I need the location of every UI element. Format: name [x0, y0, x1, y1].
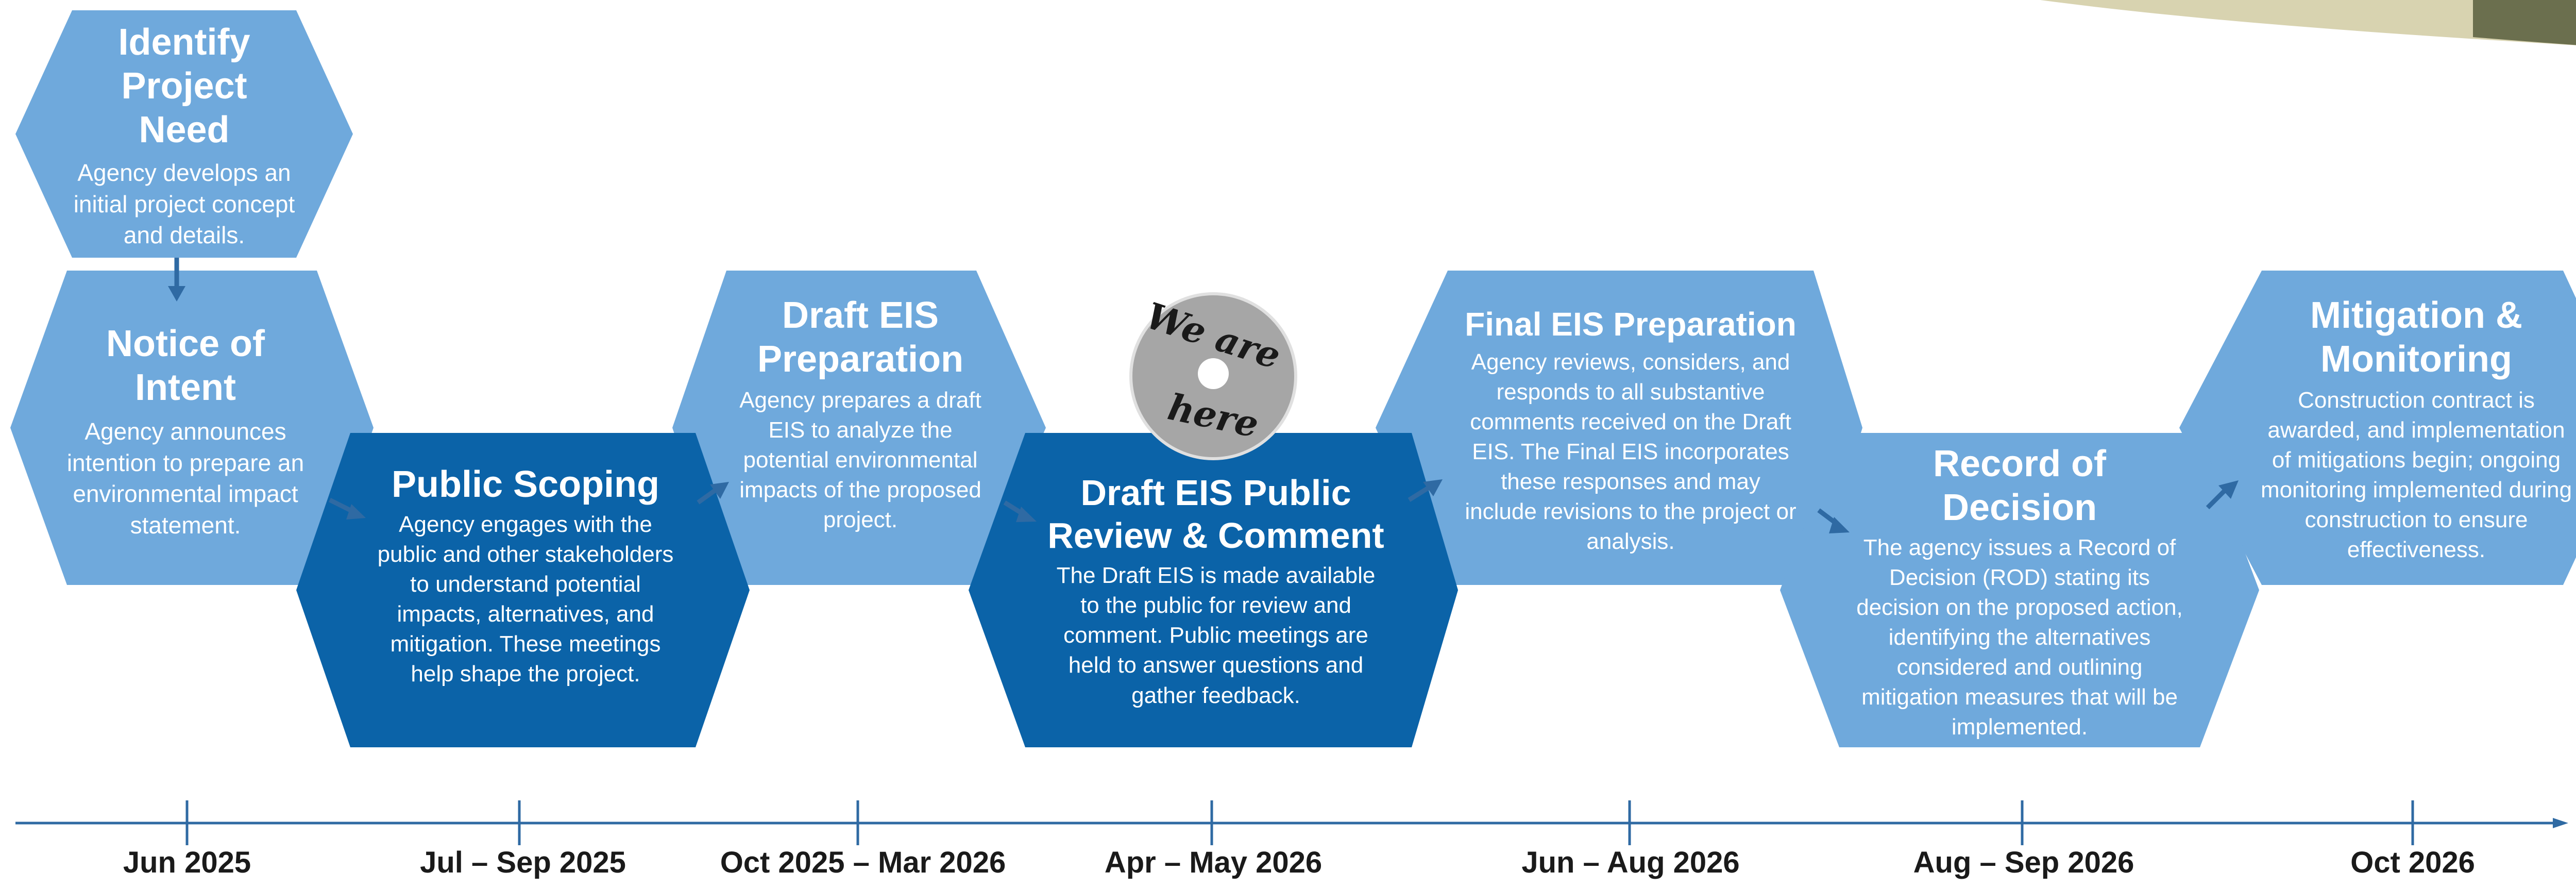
timeline-date: Oct 2026 — [2350, 846, 2475, 879]
hex-draft-eis-public-review — [969, 433, 1458, 747]
connector-arrows — [168, 258, 2239, 533]
timeline-date: Oct 2025 – Mar 2026 — [720, 846, 1006, 879]
timeline-date: Aug – Sep 2026 — [1913, 846, 2134, 879]
step-title: Record of Decision — [1933, 443, 2107, 528]
step-draft-eis-preparation: Draft EIS Preparation Agency prepares a … — [721, 294, 999, 535]
timeline — [15, 800, 2568, 845]
timeline-date: Apr – May 2026 — [1104, 846, 1323, 879]
step-title: Public Scoping — [391, 464, 660, 505]
hex-identify-project-need — [15, 10, 353, 258]
hex-public-scoping — [296, 433, 750, 747]
hex-mitigation-monitoring — [2179, 271, 2576, 585]
arrow-draft-to-review-head — [1016, 507, 1037, 522]
arrow-scoping-to-draft — [697, 488, 718, 505]
step-description: Agency develops an initial project conce… — [73, 159, 295, 249]
step-title: Identify Project Need — [118, 22, 250, 150]
hex-record-of-decision — [1780, 433, 2259, 747]
step-identify-project-need: Identify Project Need Agency develops an… — [57, 21, 312, 251]
timeline-date: Jun 2025 — [123, 846, 251, 879]
step-title: Mitigation & Monitoring — [2310, 295, 2522, 380]
badge-hole — [1198, 358, 1229, 389]
arrow-decision-to-mitigation — [2206, 488, 2228, 510]
step-description: The agency issues a Record of Decision (… — [1856, 534, 2183, 740]
corner-photo-decoration — [2040, 0, 2576, 45]
step-description: Agency prepares a draft EIS to analyze t… — [739, 387, 981, 533]
step-mitigation-monitoring: Mitigation & Monitoring Construction con… — [2251, 294, 2576, 565]
step-final-eis-preparation: Final EIS Preparation Agency reviews, co… — [1437, 305, 1824, 557]
hex-draft-eis-preparation — [672, 271, 1046, 585]
step-description: Agency engages with the public and other… — [377, 511, 674, 687]
step-draft-eis-public-review: Draft EIS Public Review & Comment The Dr… — [1023, 472, 1409, 711]
arrow-review-to-final — [1408, 485, 1431, 502]
step-title: Draft EIS Public Review & Comment — [1047, 473, 1384, 556]
step-notice-of-intent: Notice of Intent Agency announces intent… — [49, 322, 322, 541]
arrow-need-to-intent-head — [168, 286, 185, 301]
hex-notice-of-intent — [10, 271, 374, 585]
step-description: Agency reviews, considers, and responds … — [1465, 349, 1797, 554]
step-public-scoping: Public Scoping Agency engages with the p… — [361, 463, 690, 689]
arrow-review-to-final-head — [1423, 479, 1443, 496]
timeline-date: Jun – Aug 2026 — [1521, 846, 1740, 879]
hex-final-eis-preparation — [1376, 271, 1862, 585]
corner-photo-edge — [2473, 0, 2576, 45]
step-record-of-decision: Record of Decision The agency issues a R… — [1839, 442, 2200, 742]
step-title: Draft EIS Preparation — [757, 295, 964, 380]
arrow-decision-to-mitigation-head — [2218, 480, 2239, 499]
step-title: Final EIS Preparation — [1465, 306, 1797, 343]
step-description: The Draft EIS is made available to the p… — [1056, 563, 1376, 708]
step-title: Notice of Intent — [106, 323, 265, 408]
step-description: Construction contract is awarded, and im… — [2260, 387, 2572, 563]
arrow-scoping-to-draft-head — [710, 482, 729, 499]
arrow-intent-to-scoping-head — [346, 504, 366, 520]
timeline-arrowhead — [2553, 818, 2568, 828]
we-are-here-badge — [1129, 292, 1297, 460]
arrow-final-to-decision-head — [1829, 517, 1850, 533]
step-description: Agency announces intention to prepare an… — [66, 417, 304, 539]
timeline-date: Jul – Sep 2025 — [420, 846, 626, 879]
